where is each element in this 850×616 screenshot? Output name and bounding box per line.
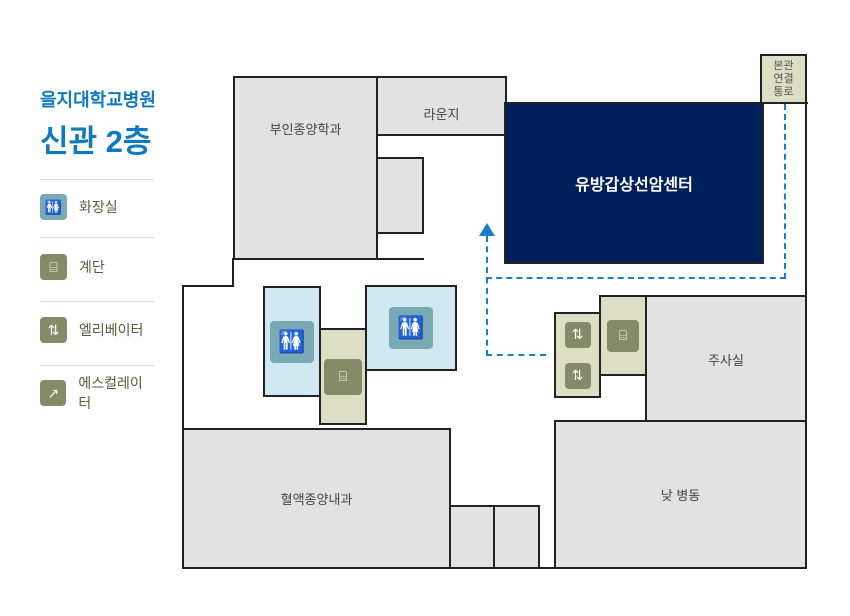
wall [182, 285, 184, 569]
wall [232, 258, 234, 287]
stairs-icon: ⌸ [324, 358, 362, 395]
elevator-icon: ⇅ [40, 317, 67, 343]
divider [40, 365, 154, 366]
escalator-icon: ↗ [40, 380, 67, 406]
route-arrow-icon [479, 223, 495, 236]
divider [40, 237, 154, 238]
divider [40, 301, 154, 302]
legend-label: 계단 [79, 259, 105, 275]
elevator-icon: ⇅ [564, 321, 591, 348]
hospital-name: 을지대학교병원 [40, 90, 156, 110]
restroom-icon: 🚻 [40, 194, 67, 220]
room-gyn-oncology[interactable]: 부인종양학과 [233, 76, 378, 260]
stairs-icon: ⌸ [607, 319, 639, 352]
route-path [784, 104, 786, 279]
stairs-icon: ⌸ [40, 254, 67, 280]
elevator-icon: ⇅ [564, 362, 591, 389]
legend-escalator: ↗ 에스컬레이터 [40, 373, 154, 413]
restroom-icon: 🚻 [389, 307, 433, 349]
route-path [486, 236, 488, 356]
room-day-ward[interactable]: 낮 병동 [554, 420, 807, 569]
legend-restroom: 🚻 화장실 [40, 187, 154, 227]
room-breast-thyroid-cancer-center[interactable]: 유방갑상선암센터 [504, 102, 764, 264]
legend-label: 에스컬레이터 [78, 375, 143, 411]
legend-label: 화장실 [79, 199, 118, 215]
restroom-1[interactable]: 🚻 [263, 286, 321, 397]
room-lounge[interactable]: 라운지 [376, 76, 507, 136]
restroom-2[interactable]: 🚻 [365, 285, 457, 371]
room-small [449, 505, 495, 569]
floor-title: 신관 2층 [40, 124, 152, 159]
route-path [486, 354, 546, 356]
divider [40, 179, 154, 180]
room-hemato-oncology[interactable]: 혈액종양내과 [182, 428, 451, 569]
legend-elevator: ⇅ 엘리베이터 [40, 310, 154, 350]
legend-label: 엘리베이터 [79, 322, 144, 338]
elevators[interactable]: ⇅ ⇅ [554, 312, 601, 398]
stairs-2[interactable]: ⌸ [599, 295, 647, 376]
room-injection[interactable]: 주사실 [645, 295, 807, 423]
legend-stairs: ⌸ 계단 [40, 247, 154, 287]
room-small [376, 157, 424, 234]
room-small [493, 505, 540, 569]
restroom-icon: 🚻 [270, 320, 314, 363]
route-path [486, 277, 786, 279]
wall [182, 285, 234, 287]
room-main-building-connection[interactable]: 본관 연결 통로 [760, 54, 807, 104]
stairs-1[interactable]: ⌸ [319, 328, 367, 425]
